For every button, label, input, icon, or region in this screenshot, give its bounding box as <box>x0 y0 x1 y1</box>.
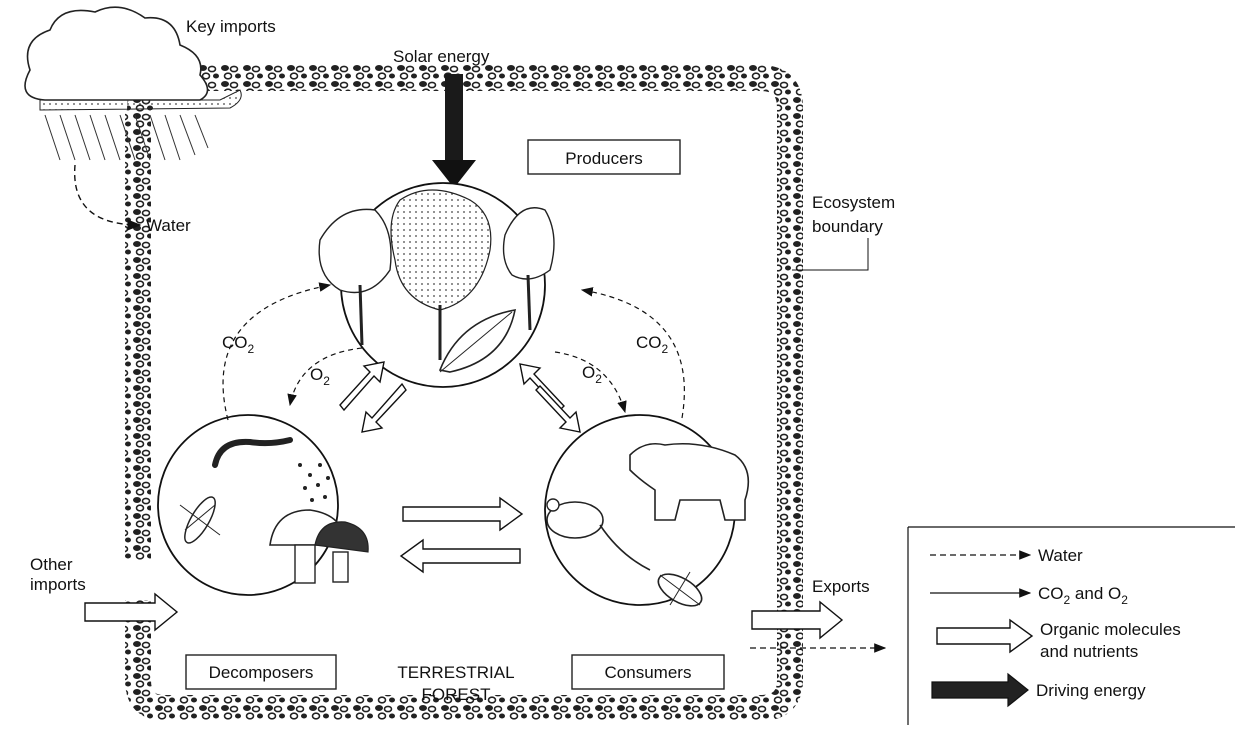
solar-energy-arrow <box>432 74 476 188</box>
o2-right-label: O2 <box>582 363 602 386</box>
boundary-leader-line <box>792 238 869 271</box>
co2-right-label: CO2 <box>636 333 669 356</box>
solar-energy-label: Solar energy <box>393 47 490 66</box>
key-imports-label: Key imports <box>186 17 276 36</box>
legend-water-label: Water <box>1038 546 1083 565</box>
consumers-circle <box>544 414 750 607</box>
trees-icon <box>318 189 555 360</box>
other-imports-label-2: imports <box>30 575 86 594</box>
co2-right-arrow <box>580 287 685 419</box>
producers-circle <box>318 182 555 388</box>
exports-label: Exports <box>812 577 870 596</box>
bear-icon <box>629 442 750 521</box>
o2-left-arrow <box>287 347 363 407</box>
ecosystem-boundary-label-2: boundary <box>812 217 883 236</box>
legend-energy-label: Driving energy <box>1036 681 1146 700</box>
terrestrial-label-1: TERRESTRIAL <box>397 663 514 682</box>
worm-icon <box>212 437 293 468</box>
mushroom-icon <box>269 509 369 584</box>
mouse-icon <box>546 498 651 571</box>
terrestrial-label-2: FOREST <box>422 685 491 704</box>
legend-co2-label: CO2 and O2 <box>1038 584 1128 607</box>
other-imports-label-1: Other <box>30 555 73 574</box>
decomposers-label: Decomposers <box>209 663 314 682</box>
co2-left-label: CO2 <box>222 333 255 356</box>
decomposers-box <box>185 654 337 690</box>
legend-organic-arrow <box>936 618 1034 654</box>
legend-organic-label-1: Organic molecules <box>1040 620 1181 639</box>
ecosystem-boundary-label-1: Ecosystem <box>812 193 895 212</box>
decomposers-circle <box>157 414 369 596</box>
water-import-arrow <box>74 164 142 231</box>
consumers-label: Consumers <box>605 663 692 682</box>
legend-organic-label-2: and nutrients <box>1040 642 1138 661</box>
o2-right-arrow <box>554 351 627 414</box>
legend-energy-arrow <box>931 672 1029 708</box>
producers-box <box>527 139 681 175</box>
legend: Water CO2 and O2 Organic molecules and n… <box>907 526 1235 725</box>
consumers-box <box>571 654 725 690</box>
insect-icon <box>179 496 221 544</box>
beetle-icon <box>657 571 703 607</box>
o2-left-label: O2 <box>310 365 330 388</box>
producers-label: Producers <box>565 149 642 168</box>
organic-arrows <box>84 361 844 640</box>
cloud-rain-icon <box>24 6 242 161</box>
co2-left-arrow <box>222 282 332 421</box>
leaf-icon <box>438 309 517 373</box>
water-label: Water <box>146 216 191 235</box>
